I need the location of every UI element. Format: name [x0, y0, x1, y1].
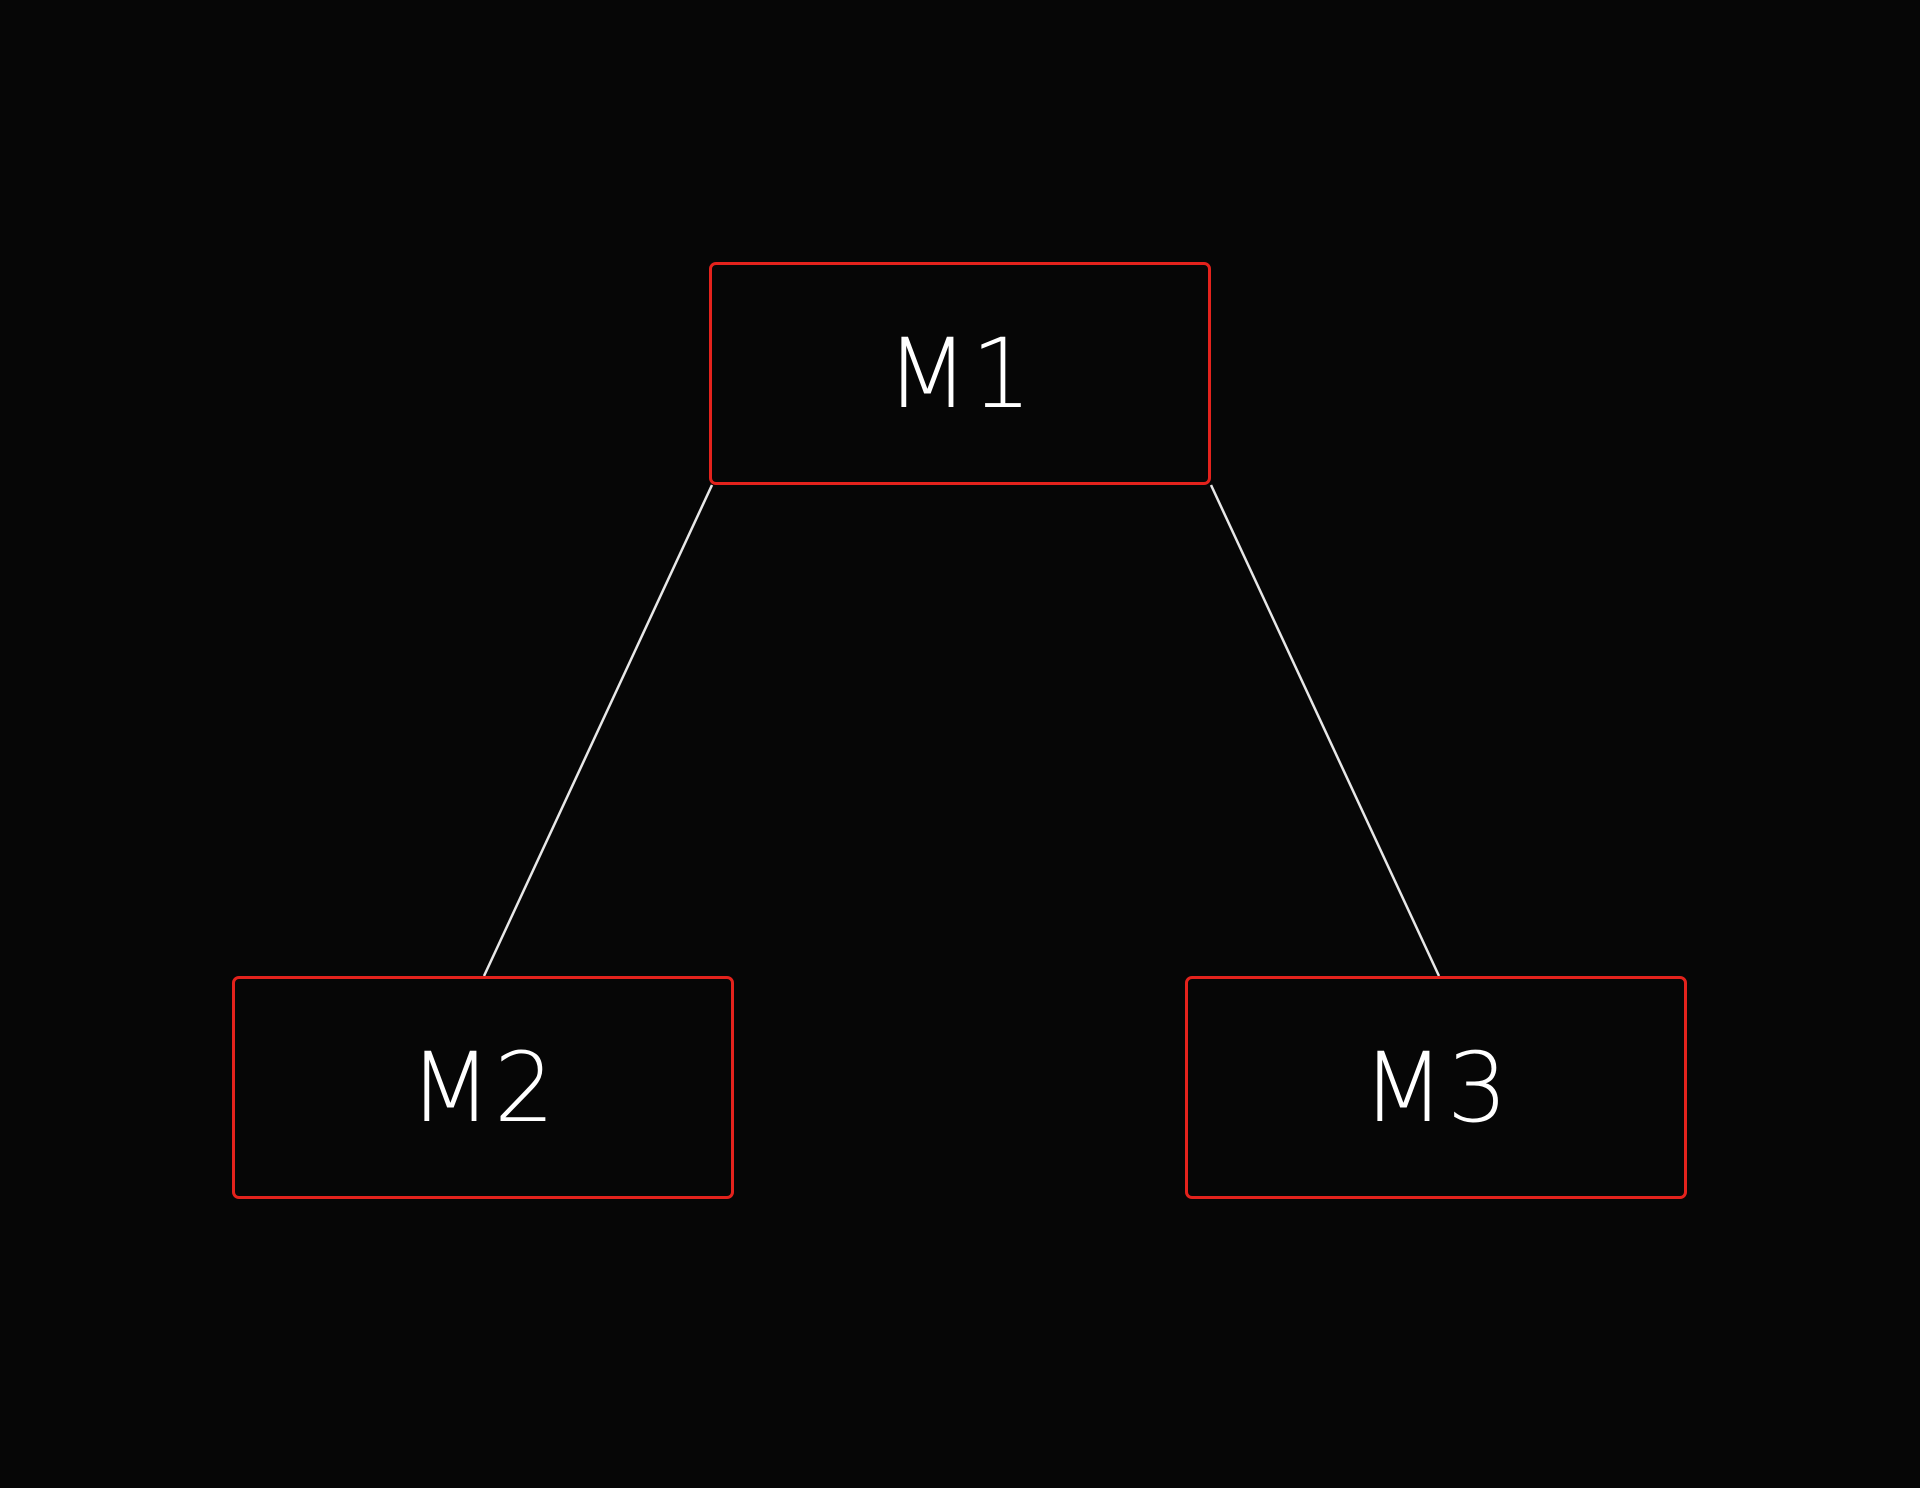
node-m1-label: M1 — [886, 317, 1034, 430]
edge-m1-m2 — [482, 484, 714, 977]
node-m1[interactable]: M1 — [709, 262, 1211, 485]
node-m3[interactable]: M3 — [1185, 976, 1687, 1199]
node-m3-label: M3 — [1362, 1031, 1510, 1144]
node-m2-label: M2 — [409, 1031, 557, 1144]
edge-m1-m3 — [1209, 484, 1441, 977]
node-m2[interactable]: M2 — [232, 976, 734, 1199]
